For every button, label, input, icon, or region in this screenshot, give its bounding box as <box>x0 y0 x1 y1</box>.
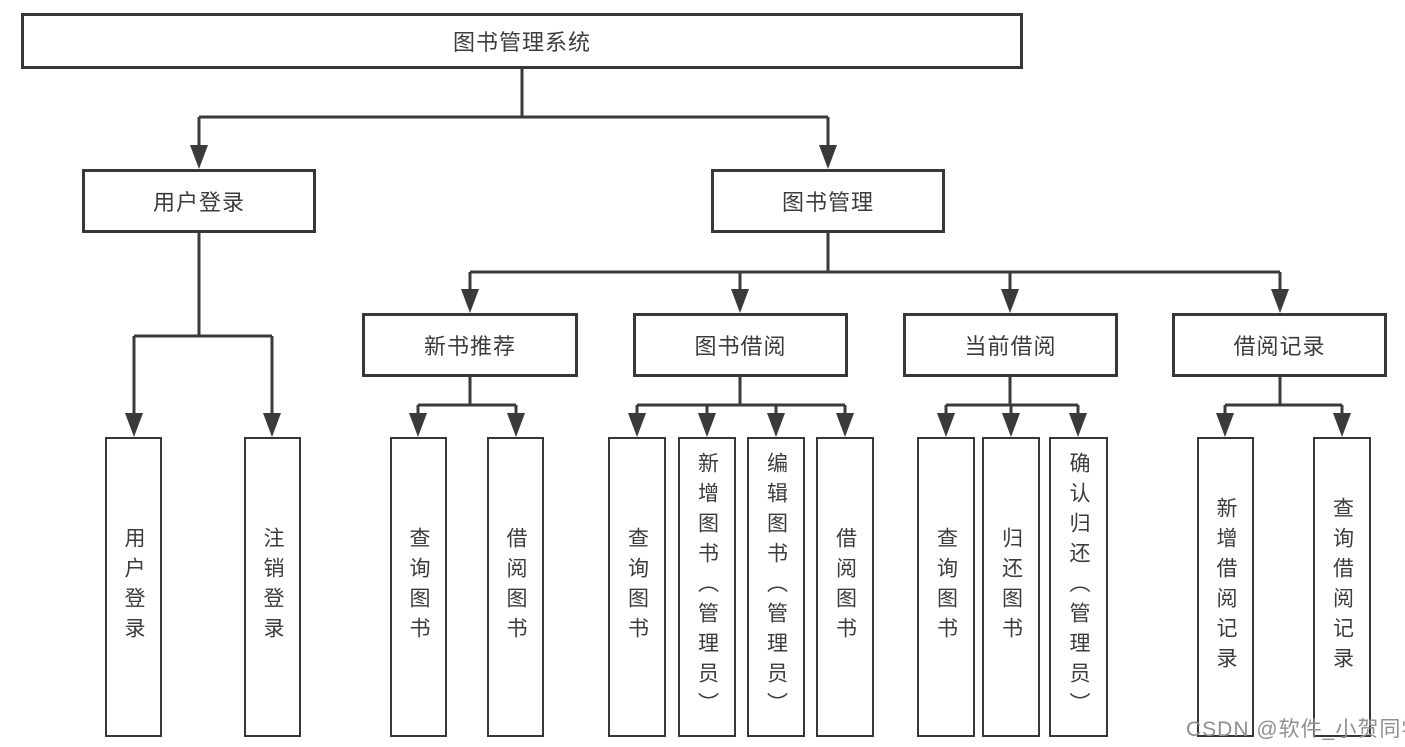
node-borrowing-records: 借阅记录 <box>1172 313 1387 377</box>
node-label: 编辑图书（管理员） <box>764 452 788 722</box>
leaf-query-books-current: 查询图书 <box>917 437 975 737</box>
node-label: 借阅图书 <box>504 527 527 647</box>
node-label: 用户登录 <box>152 190 245 215</box>
node-label: 查询图书 <box>934 527 958 647</box>
node-label: 图书借阅 <box>694 334 787 359</box>
leaf-query-books-recommend: 查询图书 <box>390 437 447 737</box>
node-label: 借阅记录 <box>1233 334 1326 359</box>
leaf-edit-books-admin: 编辑图书（管理员） <box>747 437 805 737</box>
node-label: 查询借阅记录 <box>1330 497 1354 677</box>
leaf-query-borrow-record: 查询借阅记录 <box>1313 437 1371 737</box>
node-book-management: 图书管理 <box>711 169 945 233</box>
node-label: 新增借阅记录 <box>1214 497 1237 677</box>
node-label: 图书管理系统 <box>452 30 591 55</box>
csdn-watermark: CSDN @软件_小贺同学 <box>1186 718 1405 741</box>
node-label: 查询图书 <box>625 527 649 647</box>
leaf-logout: 注销登录 <box>244 437 301 737</box>
node-label: 借阅图书 <box>833 527 857 647</box>
node-label: 新增图书（管理员） <box>695 452 719 722</box>
leaf-add-books-admin: 新增图书（管理员） <box>678 437 736 737</box>
node-book-borrowing: 图书借阅 <box>633 313 848 377</box>
node-label: 用户登录 <box>122 527 145 647</box>
leaf-query-books-borrowing: 查询图书 <box>608 437 666 737</box>
leaf-user-login: 用户登录 <box>105 437 162 737</box>
node-label: 注销登录 <box>261 527 284 647</box>
arrowheads <box>125 145 1351 437</box>
node-new-book-recommend: 新书推荐 <box>362 313 578 377</box>
node-label: 查询图书 <box>407 527 430 647</box>
node-current-borrowing: 当前借阅 <box>903 313 1118 377</box>
leaf-add-borrow-record: 新增借阅记录 <box>1197 437 1254 737</box>
leaf-return-books: 归还图书 <box>982 437 1040 737</box>
node-label: 新书推荐 <box>423 334 516 359</box>
node-label: 图书管理 <box>781 190 874 215</box>
node-label: 当前借阅 <box>964 334 1057 359</box>
node-label: 归还图书 <box>999 527 1023 647</box>
leaf-confirm-return-admin: 确认归还（管理员） <box>1049 437 1108 737</box>
node-library-management-system: 图书管理系统 <box>21 13 1023 69</box>
node-label: 确认归还（管理员） <box>1067 452 1090 722</box>
node-user-login: 用户登录 <box>82 169 316 233</box>
leaf-borrow-books-recommend: 借阅图书 <box>487 437 544 737</box>
leaf-borrow-books-borrowing: 借阅图书 <box>816 437 874 737</box>
